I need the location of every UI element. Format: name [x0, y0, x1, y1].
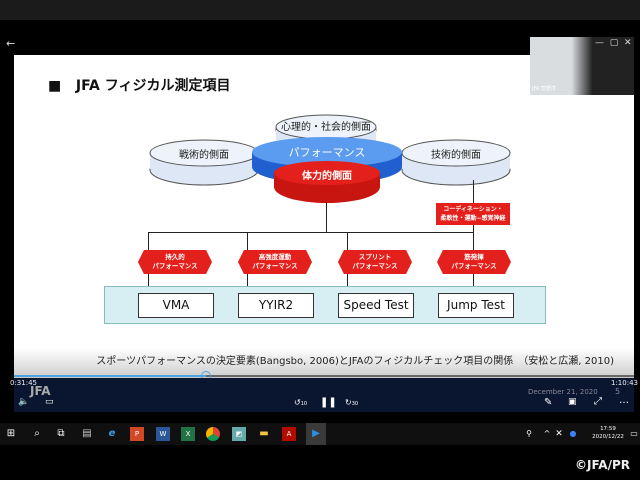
file-explorer-icon[interactable]: ▬ — [259, 428, 269, 439]
perf-line: パフォーマンス — [252, 262, 298, 270]
webcam-name: JFA 菅野淳 — [532, 86, 556, 92]
tray-x-icon[interactable]: ✕ — [555, 429, 563, 439]
test-vma: VMA — [138, 293, 214, 318]
skip-back-label: 10 — [300, 401, 308, 407]
performance-sprint: スプリントパフォーマンス — [338, 250, 412, 274]
window-titlebar — [0, 0, 640, 20]
slide-date: December 21, 2020 — [528, 388, 598, 396]
app-icon[interactable]: ▤ — [82, 428, 92, 439]
window-controls[interactable]: — ▢ ✕ — [595, 38, 632, 48]
test-speed: Speed Test — [338, 293, 414, 318]
label-performance: パフォーマンス — [288, 146, 366, 159]
clock-date: 2020/12/22 — [592, 434, 624, 440]
perf-line: パフォーマンス — [352, 262, 398, 270]
acrobat-icon[interactable]: A — [282, 427, 296, 441]
video-player-icon[interactable]: ▶ — [306, 423, 326, 445]
volume-icon[interactable]: 🔈 — [18, 397, 30, 407]
elapsed-time: 0:31:45 — [10, 379, 37, 387]
miniplayer-icon[interactable]: ▣ — [568, 397, 577, 407]
slide-title-text: JFA フィジカル測定項目 — [75, 78, 231, 94]
progress-fill — [14, 375, 207, 377]
slide: ■ JFA フィジカル測定項目 心理的・社会的側面 戦術的側面 技術的側面 パフ… — [14, 55, 634, 378]
excel-icon[interactable]: X — [181, 427, 195, 441]
slide-caption: スポーツパフォーマンスの決定要素(Bangsbo, 2006)とJFAのフィジカ… — [14, 348, 634, 378]
performance-high-intensity: 高強度運動パフォーマンス — [238, 250, 312, 274]
performance-strength: 筋発揮パフォーマンス — [437, 250, 511, 274]
perf-line: パフォーマンス — [451, 262, 497, 270]
search-icon[interactable]: ⌕ — [34, 428, 40, 439]
tray-chevron-icon[interactable]: ^ — [543, 429, 551, 438]
connector — [326, 203, 327, 233]
caption-text: スポーツパフォーマンスの決定要素(Bangsbo, 2006)とJFAのフィジカ… — [96, 356, 614, 367]
test-jump: Jump Test — [438, 293, 514, 318]
coord-line: 柔軟性・運動−感覚神経 — [440, 215, 506, 222]
fullscreen-icon[interactable]: ⤢ — [594, 396, 602, 407]
label-technical: 技術的側面 — [431, 150, 481, 161]
perf-line: パフォーマンス — [152, 262, 198, 270]
label-tactical: 戦術的側面 — [179, 150, 229, 161]
label-physical: 体力的側面 — [302, 171, 352, 182]
remaining-time: 1:10:43 — [611, 379, 638, 387]
task-view-icon[interactable]: ⧉ — [57, 428, 65, 439]
taskbar: ⊞ ⌕ ⧉ ▤ e P W X ◩ ▬ A ▶ ⚲ ^ ✕ ● 17:59 202… — [0, 423, 640, 445]
clock[interactable]: 17:59 2020/12/22 — [588, 425, 628, 441]
app-icon[interactable]: ◩ — [232, 427, 246, 441]
coord-line: コーディネーション・ — [443, 206, 503, 213]
more-icon[interactable]: … — [619, 395, 629, 406]
perf-line: スプリント — [358, 253, 392, 261]
diagram-shapes — [149, 114, 511, 203]
copyright-watermark: ©JFA/PR — [575, 458, 630, 472]
player-controls — [14, 378, 634, 412]
skip-forward-label: 30 — [351, 401, 359, 407]
skip-forward-icon[interactable]: ↻30 — [345, 398, 359, 407]
slide-page: 5 — [615, 387, 621, 396]
windows-start-icon[interactable]: ⊞ — [6, 428, 16, 439]
performance-endurance: 持久的パフォーマンス — [138, 250, 212, 274]
pause-icon[interactable]: ❚❚ — [320, 397, 337, 408]
perf-line: 筋発揮 — [464, 253, 484, 261]
connector — [148, 232, 474, 233]
progress-track[interactable] — [14, 375, 634, 377]
skip-back-icon[interactable]: ↺10 — [294, 398, 308, 407]
perf-line: 持久的 — [165, 253, 185, 261]
coordination-box: コーディネーション・柔軟性・運動−感覚神経 — [436, 203, 510, 225]
tests-bar: VMA YYIR2 Speed Test Jump Test — [104, 286, 546, 324]
notifications-icon[interactable]: ▭ — [630, 429, 638, 438]
arrow-left-icon[interactable]: ← — [6, 37, 16, 50]
chrome-icon[interactable] — [206, 427, 220, 441]
pen-icon[interactable]: ✎ — [544, 397, 553, 408]
label-psych: 心理的・社会的側面 — [281, 122, 371, 133]
perf-line: 高強度運動 — [258, 253, 292, 261]
jfa-logo: JFA — [30, 384, 51, 398]
people-icon[interactable]: ⚲ — [526, 429, 532, 438]
tray-app-icon[interactable]: ● — [569, 429, 577, 438]
slide-title: ■ JFA フィジカル測定項目 — [48, 78, 231, 94]
edge-icon[interactable]: e — [108, 428, 116, 439]
webcam-video: JFA 菅野淳 — [530, 37, 634, 95]
word-icon[interactable]: W — [156, 427, 170, 441]
captions-icon[interactable]: ▭ — [45, 397, 54, 407]
test-yyir2: YYIR2 — [238, 293, 314, 318]
powerpoint-icon[interactable]: P — [130, 427, 144, 441]
clock-time: 17:59 — [600, 426, 616, 432]
